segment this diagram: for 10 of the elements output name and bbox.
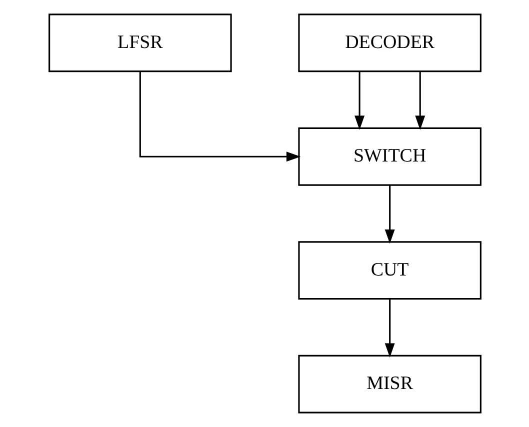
node-box: SWITCH [298,127,481,186]
arrow [414,72,425,130]
node-box: DECODER [298,14,481,72]
arrow [384,185,394,244]
node-box: LFSR [48,14,232,72]
arrow [354,72,364,130]
arrow [138,72,300,162]
node-box: CUT [298,241,481,300]
arrow [384,299,394,358]
node-box: MISR [298,354,481,414]
